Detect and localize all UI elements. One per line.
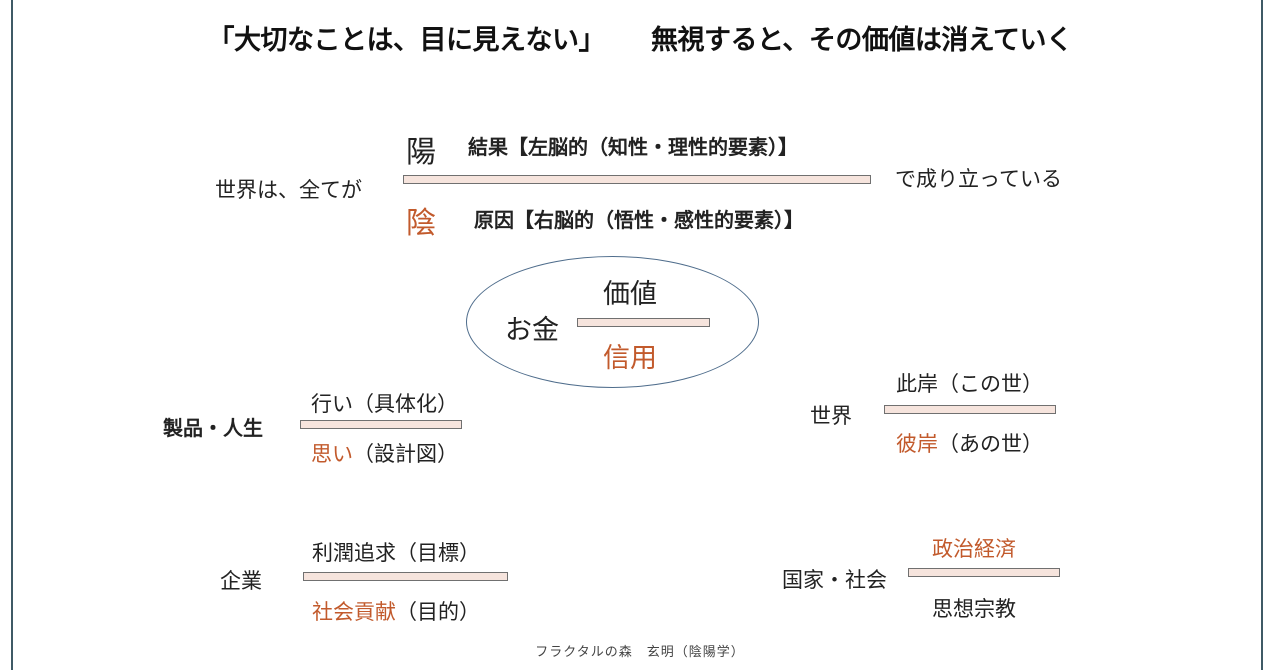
- world-fraction-bar: [884, 405, 1056, 414]
- page-title: 「大切なことは、目に見えない」 無視すると、その価値は消えていく: [0, 18, 1280, 57]
- nation-society-numerator: 政治経済: [932, 537, 1016, 561]
- company-denominator-rest: （目的）: [396, 600, 480, 624]
- world-denominator-accent: 彼岸: [896, 432, 938, 456]
- company-fraction-bar: [303, 572, 508, 581]
- nation-society-label: 国家・社会: [782, 568, 887, 592]
- world-numerator: 此岸（この世）: [896, 372, 1043, 396]
- main-left-label: 世界は、全てが: [215, 178, 362, 202]
- money-fraction-bar: [577, 318, 710, 327]
- title-warning: 無視すると、その価値は消えていく: [650, 25, 1073, 56]
- nation-society-fraction-bar: [908, 568, 1060, 577]
- title-quote: 「大切なことは、目に見えない」: [207, 25, 605, 56]
- world-denominator: 彼岸（あの世）: [896, 428, 1043, 458]
- yin-description: 原因【右脳的（悟性・感性的要素）】: [474, 208, 804, 232]
- products-life-numerator: 行い（具体化）: [311, 392, 458, 416]
- main-right-label: で成り立っている: [895, 167, 1062, 191]
- money-numerator: 価値: [603, 279, 657, 310]
- frame-border-left: [11, 0, 13, 670]
- money-denominator: 信用: [603, 343, 657, 374]
- company-denominator-accent: 社会貢献: [312, 600, 396, 624]
- yang-description: 結果【左脳的（知性・理性的要素）】: [468, 135, 798, 159]
- money-label: お金: [505, 315, 559, 346]
- nation-society-denominator: 思想宗教: [932, 597, 1016, 621]
- yang-char: 陽: [406, 135, 436, 170]
- world-denominator-rest: （あの世）: [938, 432, 1043, 456]
- products-life-denominator-accent: 思い: [311, 442, 353, 466]
- world-label: 世界: [810, 404, 852, 428]
- frame-border-right: [1261, 0, 1263, 670]
- company-label: 企業: [220, 569, 262, 593]
- money-ellipse: [466, 256, 759, 388]
- company-numerator: 利潤追求（目標）: [312, 541, 480, 565]
- products-life-fraction-bar: [300, 420, 462, 429]
- products-life-denominator-rest: （設計図）: [353, 442, 458, 466]
- products-life-denominator: 思い（設計図）: [311, 438, 458, 468]
- company-denominator: 社会貢献（目的）: [312, 596, 480, 626]
- products-life-label: 製品・人生: [163, 416, 263, 440]
- main-fraction-bar: [403, 175, 871, 184]
- footer-credit: フラクタルの森 玄明（陰陽学）: [535, 645, 745, 660]
- yin-char: 陰: [406, 206, 436, 241]
